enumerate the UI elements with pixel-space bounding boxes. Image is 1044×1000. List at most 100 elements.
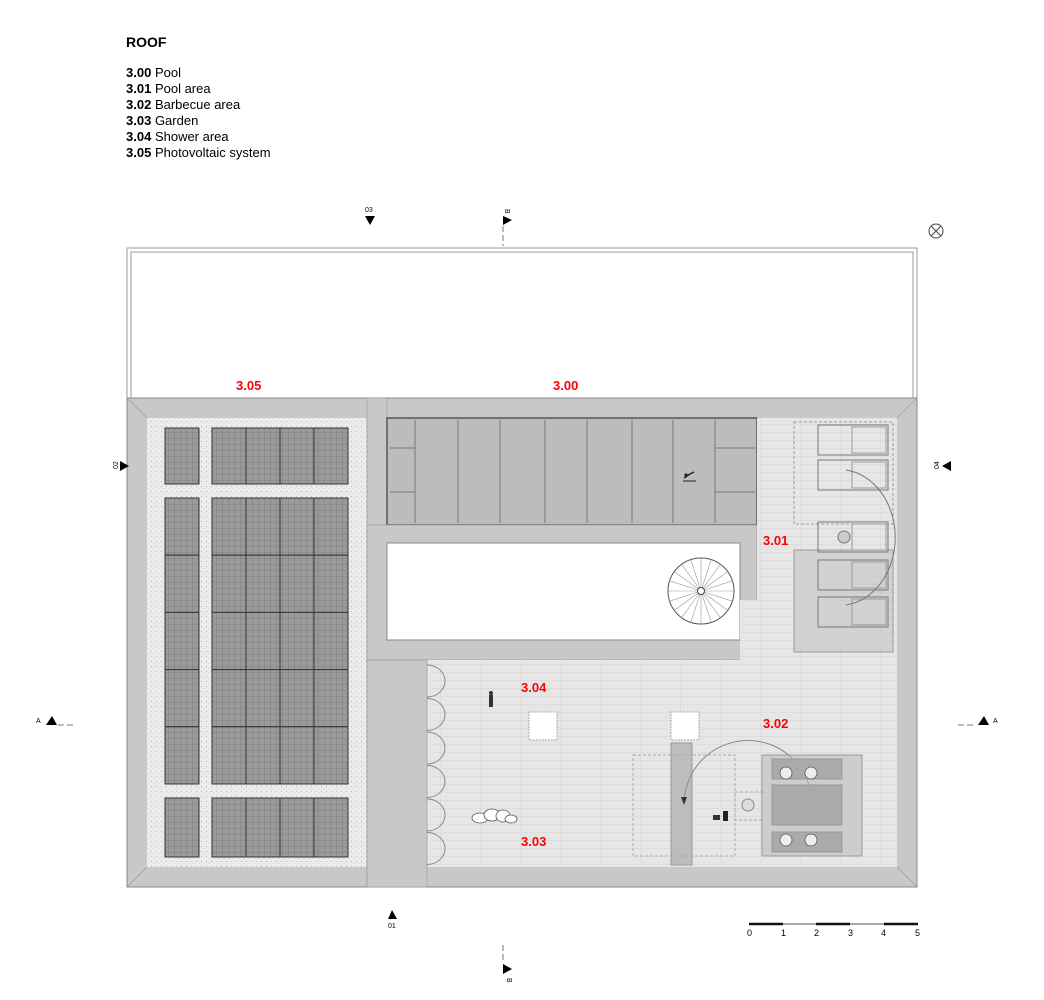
scale-label: 5: [915, 928, 920, 938]
scale-label: 1: [781, 928, 786, 938]
pv-panel: [245, 797, 281, 858]
pv-panel: [245, 497, 281, 556]
sun-lounger: [817, 596, 889, 628]
stair-tread: [700, 590, 728, 611]
legend-title: ROOF: [126, 34, 167, 50]
sunshade-outline: [793, 421, 894, 525]
umbrella-pole: [837, 530, 851, 544]
north-symbol-icon: [928, 223, 944, 239]
pv-panels: [164, 427, 349, 858]
pv-panel: [164, 726, 200, 785]
pv-panel: [313, 427, 349, 485]
pv-panel: [245, 726, 281, 785]
scale-label: 4: [881, 928, 886, 938]
pool-area-deck: [757, 418, 897, 660]
section-marker-a-right: A: [993, 718, 998, 725]
stair-tread: [700, 564, 721, 592]
stair-tread: [700, 590, 721, 618]
scale-label: 2: [814, 928, 819, 938]
stair-tread: [700, 559, 712, 592]
lounger-backrest: [851, 598, 887, 626]
pv-panel: [211, 554, 247, 613]
door-swing: [426, 664, 446, 698]
section-flag-icon: [978, 716, 989, 725]
stair-tread: [700, 571, 728, 592]
section-marker-01: 01: [388, 923, 396, 930]
scale-label: 3: [848, 928, 853, 938]
arrow-icon: [681, 797, 687, 805]
pv-panel: [164, 611, 200, 671]
stair-tread: [681, 564, 702, 592]
pv-panel: [313, 611, 349, 671]
section-arrow-icon: [365, 216, 375, 225]
swimmer-icon: [683, 471, 696, 482]
pv-panel: [313, 497, 349, 556]
legend: ROOF 3.00 Pool 3.01 Pool area 3.02 Barbe…: [126, 34, 271, 161]
lounger-backrest: [851, 461, 887, 489]
label-pv: 3.05: [236, 378, 261, 393]
bbq-counter: [670, 742, 693, 866]
section-marker-02: 02: [113, 461, 120, 469]
section-marker-b-bottom: B: [505, 978, 512, 983]
legend-item: 3.00 Pool: [126, 65, 181, 80]
pv-panel: [211, 611, 247, 671]
stair-tread: [681, 590, 702, 618]
skylight: [670, 711, 700, 741]
stair-tread: [669, 590, 702, 602]
section-marker-04: 04: [934, 461, 941, 469]
section-arrow-icon: [120, 461, 129, 471]
section-marker-a-left: A: [36, 718, 41, 725]
stair-tread: [669, 580, 702, 592]
pv-panel: [279, 797, 315, 858]
grill: [741, 798, 755, 812]
section-flag-icon: [503, 216, 512, 225]
legend-item: 3.03 Garden: [126, 113, 199, 128]
door-swing: [426, 798, 446, 832]
pv-panel: [279, 669, 315, 728]
sun-lounger: [817, 424, 889, 456]
label-bbq: 3.02: [763, 716, 788, 731]
pv-panel: [211, 427, 247, 485]
sun-lounger: [817, 459, 889, 491]
pv-panel: [211, 669, 247, 728]
stair-tread: [700, 590, 712, 623]
pv-panel: [245, 427, 281, 485]
pv-panel: [245, 554, 281, 613]
shrub-icon: [471, 808, 518, 824]
lounger-backrest: [851, 426, 887, 454]
pv-panel: [211, 797, 247, 858]
sun-loungers: [817, 424, 889, 628]
pv-panel: [211, 726, 247, 785]
sun-lounger: [817, 521, 889, 553]
stair-tread: [700, 580, 733, 592]
section-arrow-icon: [942, 461, 951, 471]
label-garden: 3.03: [521, 834, 546, 849]
stair-tread: [674, 571, 702, 592]
door-swing-arc: [845, 469, 896, 606]
pv-panel: [164, 427, 200, 485]
pv-panel: [279, 554, 315, 613]
lounger-backrest: [851, 523, 887, 551]
spiral-stair: [667, 557, 735, 625]
door-swing: [426, 731, 446, 765]
pv-panel: [313, 726, 349, 785]
section-marker-03: 03: [365, 207, 373, 214]
skylight: [528, 711, 558, 741]
scale-label: 0: [747, 928, 752, 938]
door-swing: [426, 698, 446, 731]
label-shower: 3.04: [521, 680, 547, 695]
dining-table: [771, 784, 843, 826]
pv-panel: [245, 611, 281, 671]
stair-tread: [690, 559, 702, 592]
upper-roof-outline: [126, 247, 918, 399]
food-icon: [713, 811, 728, 821]
label-pool-area: 3.01: [763, 533, 788, 548]
pv-panel: [164, 554, 200, 613]
pv-panel: [164, 497, 200, 556]
stair-tread: [674, 590, 702, 611]
pv-panel: [279, 427, 315, 485]
pool: [386, 417, 758, 526]
deck-landing: [740, 600, 757, 660]
section-marker-b-top: B: [503, 209, 510, 214]
section-flag-icon: [46, 716, 57, 725]
